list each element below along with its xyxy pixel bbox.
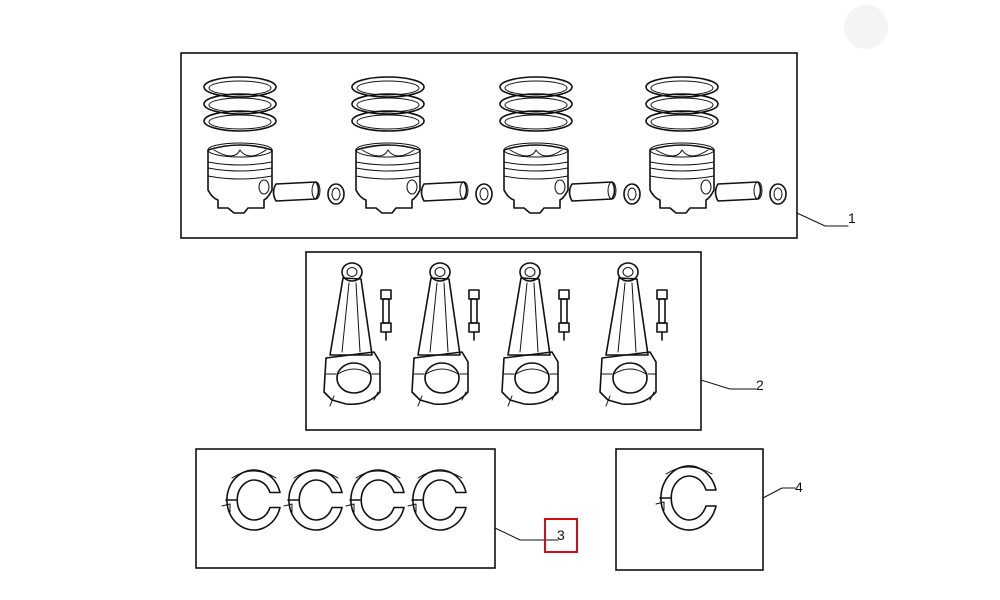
callout-3-label: 3	[557, 527, 565, 543]
callout-2[interactable]: 2	[700, 377, 764, 393]
bearing-shell-icon	[407, 469, 467, 531]
callout-1[interactable]: 1	[796, 210, 856, 227]
single-bearing-group[interactable]	[615, 448, 764, 571]
connecting-rod-icon	[411, 262, 480, 407]
corner-circle-icon	[844, 5, 888, 49]
bearing-shell-icon	[655, 465, 717, 531]
bearing-shell-icon	[221, 469, 281, 531]
piston-assembly-icon	[645, 76, 787, 214]
connecting-rod-icon	[323, 262, 392, 407]
piston-assembly-icon	[499, 76, 641, 214]
connecting-rod-icon	[599, 262, 668, 407]
bearing-shell-icon	[345, 469, 405, 531]
callout-3-highlight-box	[544, 518, 578, 553]
callout-2-label: 2	[756, 377, 764, 393]
connecting-rod-group[interactable]	[305, 251, 702, 431]
bearing-shell-group[interactable]	[195, 448, 496, 569]
piston-assembly-icon	[351, 76, 493, 214]
callout-1-label: 1	[848, 210, 856, 226]
bearing-shell-icon	[283, 469, 343, 531]
piston-group[interactable]	[180, 52, 798, 239]
callout-3[interactable]: 3	[494, 518, 578, 553]
callout-4[interactable]: 4	[762, 479, 803, 499]
connecting-rod-icon	[501, 262, 570, 407]
callout-4-label: 4	[795, 479, 803, 495]
piston-assembly-icon	[203, 76, 345, 214]
